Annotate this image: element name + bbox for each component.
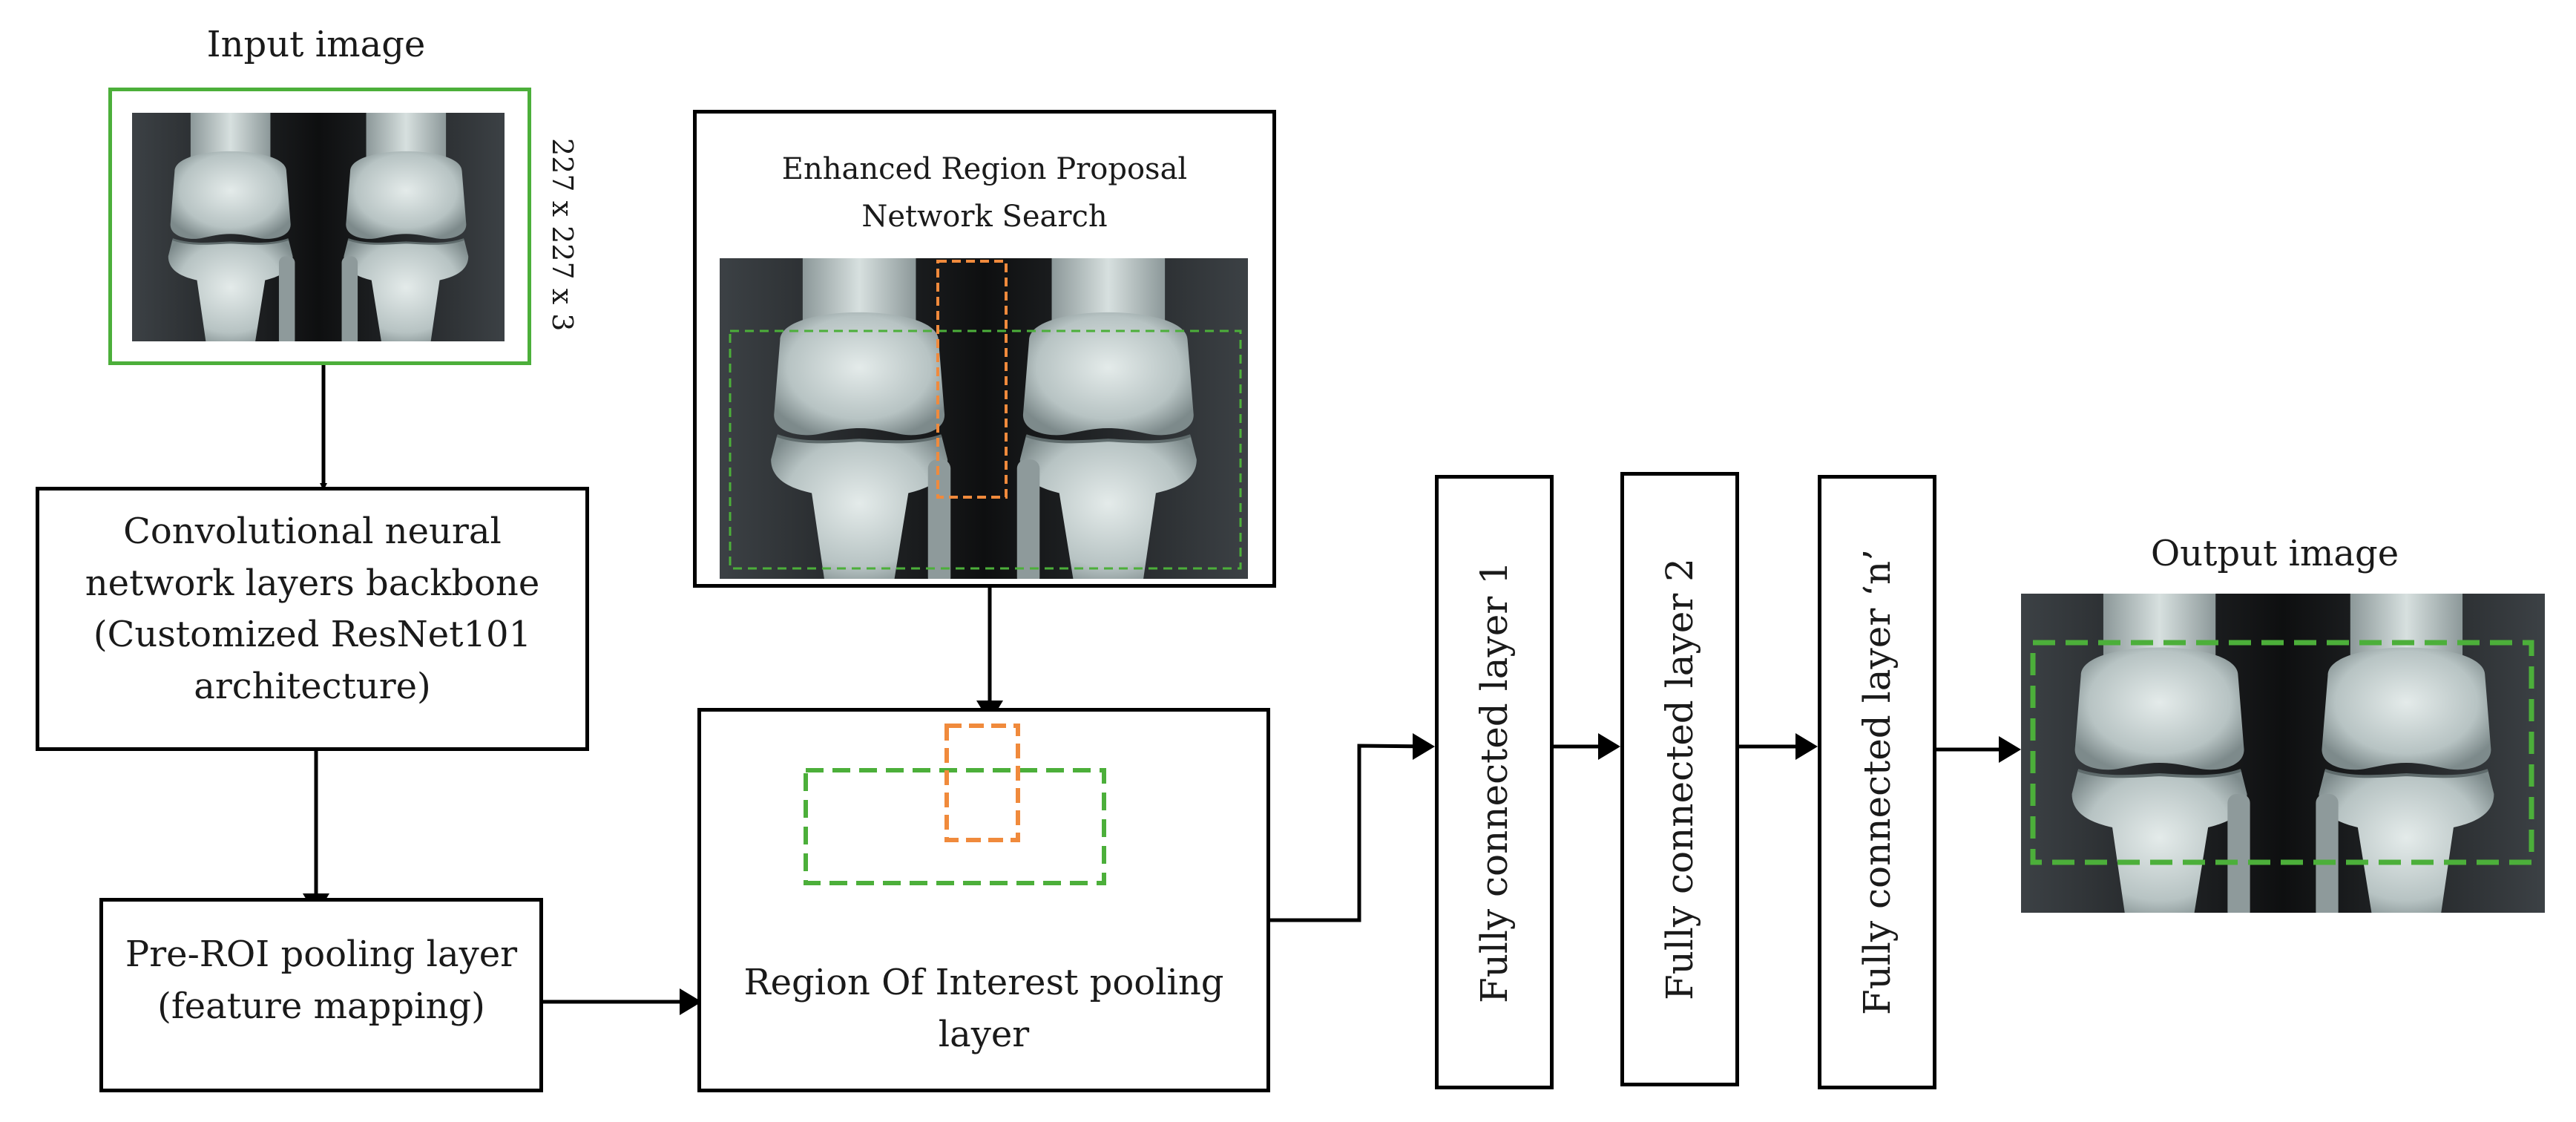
fc-layer-1-box [1435, 475, 1554, 1089]
output-image-title: Output image [2150, 533, 2399, 574]
roi-orange-box [944, 724, 1020, 842]
rpn-orange-proposal [936, 260, 1008, 499]
fc-layer-2-label: Fully connected layer 2 [1658, 558, 1701, 1000]
preroi-label: Pre-ROI pooling layer (feature mapping) [108, 929, 534, 1032]
backbone-line-1: Convolutional neural [123, 511, 502, 552]
backbone-line-2: network layers backbone [85, 562, 540, 604]
rpn-line-1: Enhanced Region Proposal [781, 152, 1188, 186]
rpn-green-proposal [729, 329, 1242, 570]
backbone-line-3: (Customized ResNet101 [93, 614, 532, 656]
backbone-label: Convolutional neural network layers back… [45, 506, 580, 712]
roi-pooled-boxes [804, 724, 1106, 885]
rpn-proposal-boxes [729, 260, 1242, 570]
fc-layer-n-box [1818, 475, 1936, 1089]
roi-line-2: layer [938, 1013, 1030, 1055]
fc-layer-2-box [1620, 472, 1739, 1086]
fc-layer-n-label: Fully connected layer ‘n’ [1856, 548, 1899, 1016]
preroi-line-1: Pre-ROI pooling layer [125, 934, 518, 975]
output-green-detection [2030, 640, 2534, 865]
preroi-box [99, 898, 543, 1092]
preroi-line-2: (feature mapping) [157, 985, 485, 1027]
output-detection-box [2030, 640, 2534, 865]
roi-line-1: Region Of Interest pooling [743, 962, 1224, 1003]
backbone-box [36, 487, 589, 751]
roi-green-box [804, 768, 1106, 885]
input-xray-image [132, 113, 505, 341]
roi-label: Region Of Interest pooling layer [705, 957, 1263, 1060]
input-image-frame [108, 88, 531, 365]
input-dimensions-label: 227 x 227 x 3 [546, 138, 579, 332]
rpn-label: Enhanced Region Proposal Network Search [705, 145, 1264, 240]
backbone-line-4: architecture) [194, 665, 431, 707]
fc-layer-1-label: Fully connected layer 1 [1473, 561, 1516, 1003]
rpn-line-2: Network Search [861, 200, 1108, 234]
arrow-roi-to-fc1 [1270, 744, 1431, 922]
input-image-title: Input image [206, 24, 426, 65]
